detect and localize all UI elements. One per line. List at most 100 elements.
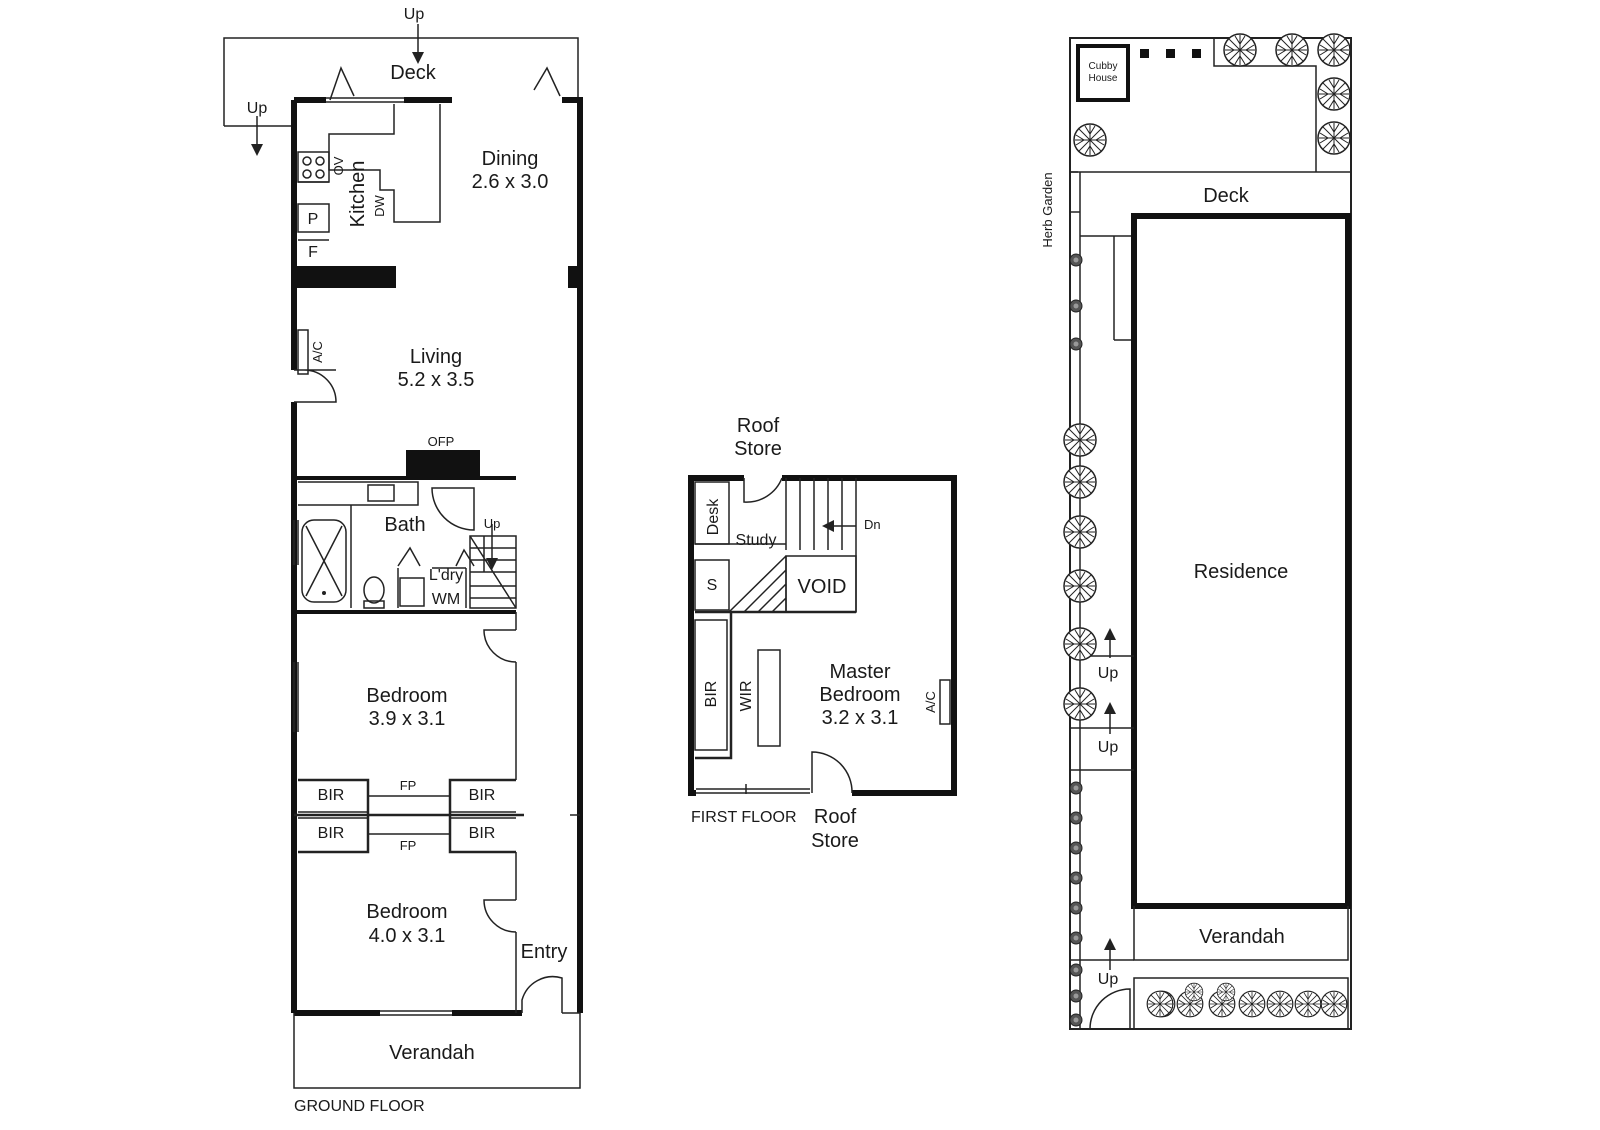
left-up-label: Up: [247, 100, 268, 117]
first-floor-caption: FIRST FLOOR: [691, 809, 797, 826]
ground-floor-labels: Up Deck Up Kitchen OV DW P F Dining 2.6 …: [247, 6, 568, 1115]
master-label-line1: Master: [829, 661, 890, 683]
site-verandah: [1133, 906, 1349, 961]
washing-machine-label: WM: [432, 591, 460, 608]
cubby-label-line2: House: [1089, 73, 1118, 84]
toilet: [363, 576, 385, 604]
laundry-label: L'dry: [429, 567, 463, 584]
first-floor-ac-label: A/C: [923, 691, 938, 713]
oven-label: OV: [331, 156, 346, 175]
first-floor-plan: [688, 475, 957, 796]
roof-store-bottom-line1: Roof: [814, 806, 857, 828]
laundry-door-swing: [397, 546, 421, 567]
bath-label: Bath: [384, 514, 425, 536]
first-floor-west-wall: [688, 475, 744, 796]
bedroom2-door: [483, 899, 517, 933]
roof-store-bottom-line2: Store: [811, 830, 859, 852]
entry-door: [521, 975, 563, 1013]
washing-machine: [399, 577, 425, 607]
deck-up-label: Up: [404, 6, 425, 23]
first-floor-labels: Roof Store Desk Study Dn S VOID BIR WIR …: [691, 415, 938, 852]
first-floor-east-wall: [782, 475, 957, 796]
fp-label-1: FP: [400, 778, 417, 793]
first-floor-bir-label: BIR: [703, 681, 720, 708]
dn-label: Dn: [864, 517, 881, 532]
bir-label-3: BIR: [318, 825, 345, 842]
roof-store-door-bottom: [811, 751, 853, 794]
ac-label: A/C: [310, 341, 325, 363]
tree: [1063, 423, 1097, 457]
residence-outline: [1131, 213, 1351, 909]
ground-floor-caption: GROUND FLOOR: [294, 1098, 425, 1115]
site-up-label-3: Up: [1098, 971, 1119, 988]
dining-label: Dining: [482, 148, 539, 170]
pantry: [297, 203, 330, 233]
front-garden-bed: [1133, 977, 1349, 1030]
ground-floor-plan: [223, 24, 583, 1089]
desk-label: Desk: [705, 498, 722, 535]
roof-store-top-line2: Store: [734, 438, 782, 460]
garden-bed-top: [1213, 38, 1317, 172]
living-wall-stub-east: [568, 266, 580, 288]
kitchen-label: Kitchen: [347, 161, 369, 228]
void-label: VOID: [798, 576, 847, 598]
bedroom2-label: Bedroom: [366, 901, 447, 923]
deck-door-swing-2: [533, 66, 561, 97]
cubby-label-line1: Cubby: [1089, 61, 1118, 72]
deck-outline: [223, 37, 579, 126]
bedroom2-size: 4.0 x 3.1: [369, 925, 446, 947]
site-deck-label: Deck: [1203, 185, 1250, 207]
bathtub: [301, 519, 347, 603]
cubby-house: [1076, 44, 1130, 102]
deck-label: Deck: [390, 62, 437, 84]
fp-label-2: FP: [400, 838, 417, 853]
pantry-label: P: [308, 211, 319, 228]
shelves-label: S: [707, 577, 718, 594]
herb-garden-label: Herb Garden: [1040, 172, 1055, 247]
bath-door: [431, 487, 475, 531]
stairs-up-label: Up: [484, 516, 501, 531]
master-size: 3.2 x 3.1: [822, 707, 899, 729]
fridge-label: F: [308, 244, 318, 261]
dining-size: 2.6 x 3.0: [472, 171, 549, 193]
bedroom1-label: Bedroom: [366, 685, 447, 707]
site-up-label-2: Up: [1098, 739, 1119, 756]
master-label-line2: Bedroom: [819, 684, 900, 706]
vanity: [298, 481, 419, 506]
site-verandah-label: Verandah: [1199, 926, 1285, 948]
wir-rail: [757, 649, 781, 747]
ac-unit: [297, 329, 309, 375]
wir-label: WIR: [738, 680, 755, 711]
east-wall: [562, 97, 583, 1013]
deck-door-swing-1: [329, 65, 355, 101]
living-label: Living: [410, 346, 462, 368]
first-floor-bir: [694, 619, 728, 751]
verandah-outline: [293, 1013, 581, 1089]
site-plan-labels: Cubby House Deck Herb Garden Residence U…: [1040, 61, 1288, 988]
void: [785, 555, 857, 613]
bir-label-2: BIR: [469, 787, 496, 804]
first-floor-stairs: [785, 478, 857, 612]
bir-label-1: BIR: [318, 787, 345, 804]
ofp-label: OFP: [428, 434, 455, 449]
roof-store-top-line1: Roof: [737, 415, 780, 437]
bedroom1-door: [483, 629, 517, 663]
wir-wall: [695, 612, 733, 760]
living-side-door: [294, 369, 337, 403]
first-floor-ac: [939, 679, 951, 725]
kitchen-bench: [328, 104, 441, 223]
verandah-label: Verandah: [389, 1042, 475, 1064]
living-size: 5.2 x 3.5: [398, 369, 475, 391]
entry-label: Entry: [521, 941, 568, 963]
living-wall-stub: [294, 266, 396, 288]
open-fireplace: [406, 450, 480, 478]
site-up-label-1: Up: [1098, 665, 1119, 682]
bir-label-4: BIR: [469, 825, 496, 842]
site-gate: [1089, 988, 1131, 1030]
roof-store-door-top: [743, 477, 783, 503]
cooktop: [297, 151, 330, 183]
residence-label: Residence: [1194, 561, 1289, 583]
shelves: [694, 559, 730, 611]
bedroom1-size: 3.9 x 3.1: [369, 708, 446, 730]
